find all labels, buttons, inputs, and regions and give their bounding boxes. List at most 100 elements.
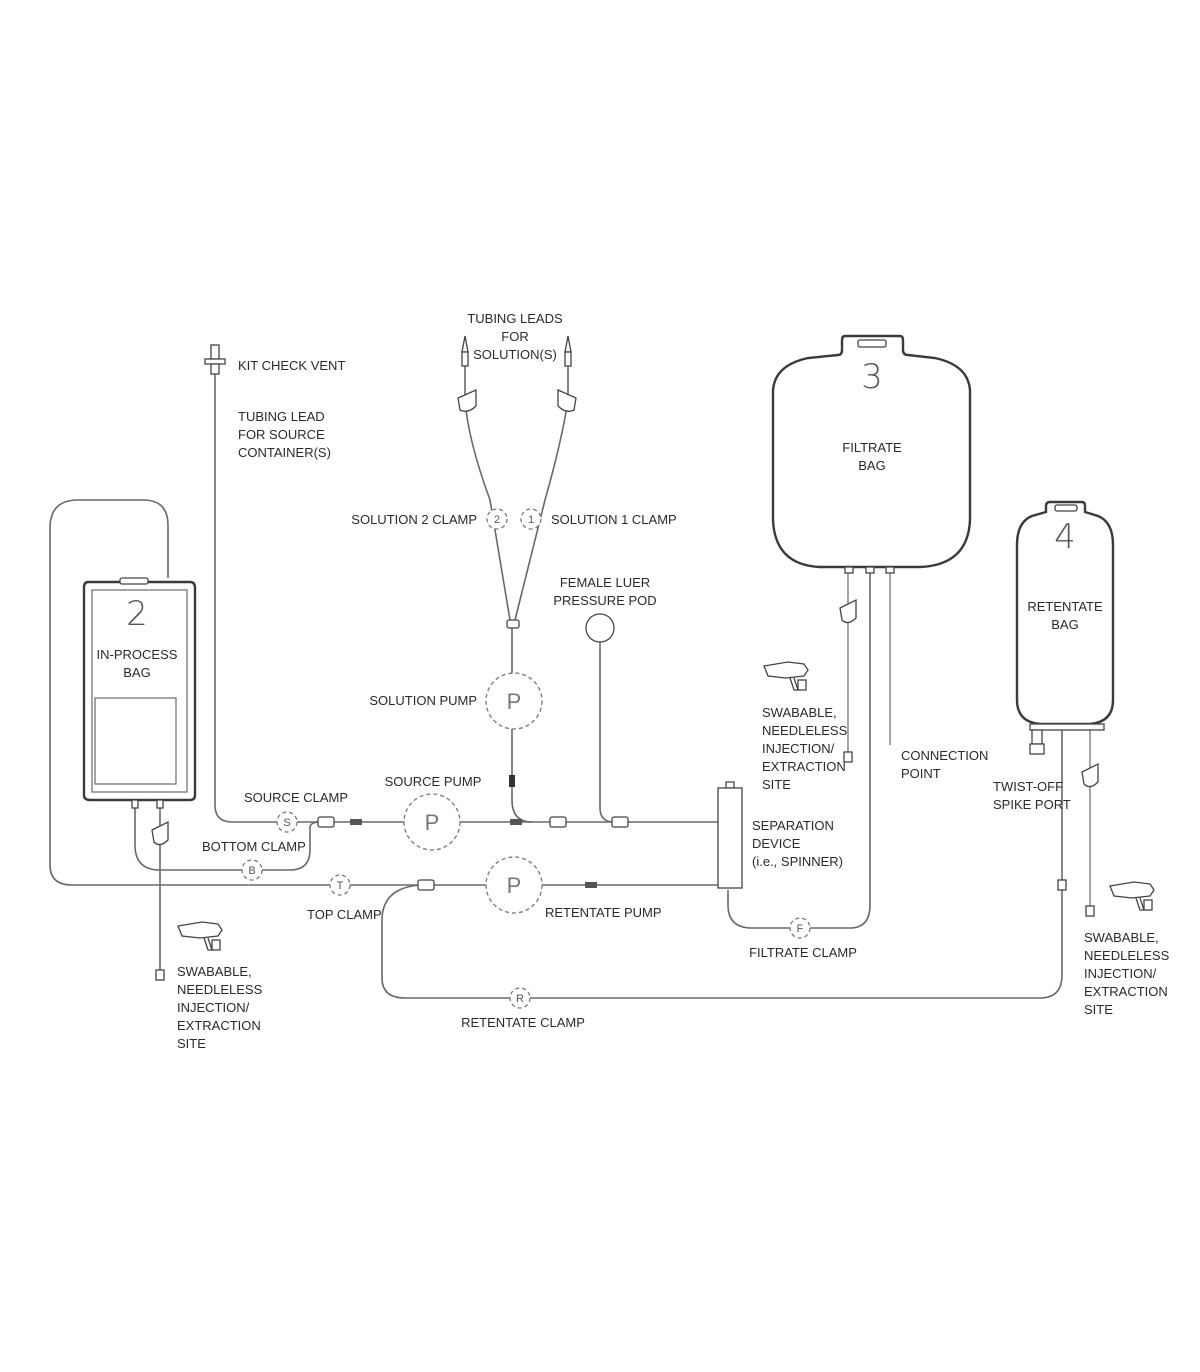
source-clamp-label: SOURCE CLAMP	[244, 790, 348, 805]
bottom-clamp: B	[241, 859, 263, 881]
in-process-bag-label-1: IN-PROCESS	[97, 647, 178, 662]
retentate-pump-marker: P	[507, 873, 522, 898]
swabable-middle-label-3: INJECTION/	[762, 741, 835, 756]
filtrate-bag-number: 3	[861, 357, 883, 397]
solution-1-clamp-marker: 1	[528, 514, 534, 526]
swab-hand-icon	[763, 661, 809, 691]
filtrate-bag-label-1: FILTRATE	[842, 440, 902, 455]
retentate-bag: 4 RETENTATE BAG	[1015, 500, 1115, 755]
filtrate-pinch-clamp	[839, 598, 857, 624]
source-pump-segment-end	[510, 819, 522, 825]
source-pump: P	[403, 793, 461, 851]
bottom-line	[134, 800, 321, 871]
solution-2-spike-hub	[461, 351, 469, 367]
solution-pump-label: SOLUTION PUMP	[369, 693, 477, 708]
swabable-right-label-3: INJECTION/	[1084, 966, 1157, 981]
solution-junction	[506, 619, 520, 629]
separation-device	[717, 781, 743, 889]
separation-device-label-3: (i.e., SPINNER)	[752, 854, 843, 869]
tubing-leads-solutions-label-2: FOR	[501, 329, 528, 344]
swabable-right-label-4: EXTRACTION	[1084, 984, 1168, 999]
solution-y-connector	[549, 816, 567, 828]
solution-2-pinch-clamp	[457, 388, 477, 412]
filtrate-clamp-label: FILTRATE CLAMP	[749, 945, 857, 960]
source-pump-marker: P	[425, 810, 440, 835]
solution-1-spike	[564, 335, 572, 353]
connection-point-label-1: CONNECTION	[901, 748, 988, 763]
female-luer-pressure-pod	[585, 613, 615, 643]
filtrate-bag: 3 FILTRATE BAG	[771, 334, 972, 574]
retentate-extraction-end	[1085, 905, 1095, 917]
solution-2-clamp: 2	[486, 508, 508, 530]
solution-1-pinch-clamp	[557, 388, 577, 412]
filtrate-extraction-end	[843, 751, 853, 763]
retentate-return-fitting	[1057, 879, 1067, 891]
filtrate-clamp-marker: F	[797, 923, 804, 935]
retentate-bag-label-2: BAG	[1051, 617, 1078, 632]
swabable-middle-label-5: SITE	[762, 777, 791, 792]
swabable-right-label-5: SITE	[1084, 1002, 1113, 1017]
solution-pump-segment	[509, 775, 515, 787]
female-luer-label-1: FEMALE LUER	[560, 575, 650, 590]
solution-2-clamp-label: SOLUTION 2 CLAMP	[351, 512, 477, 527]
source-clamp: S	[276, 811, 298, 833]
solution-pump: P	[485, 672, 543, 730]
in-process-bag-number: 2	[126, 594, 148, 634]
retentate-clamp: R	[509, 987, 531, 1009]
clamps: S B T R F 2 1	[241, 508, 811, 1009]
solution-trunk	[511, 625, 533, 823]
retentate-bag-label-1: RETENTATE	[1027, 599, 1103, 614]
kit-check-vent-cap	[210, 344, 220, 360]
labels: KIT CHECK VENT TUBING LEAD FOR SOURCE CO…	[177, 311, 1170, 1051]
in-process-bag: 2 IN-PROCESS BAG	[82, 577, 197, 809]
in-process-pinch-clamp	[151, 820, 169, 846]
in-process-bag-label-2: BAG	[123, 665, 150, 680]
kit-check-vent-label: KIT CHECK VENT	[238, 358, 345, 373]
retentate-pump: P	[485, 856, 543, 914]
tubing-leads-solutions-label-3: SOLUTION(S)	[473, 347, 557, 362]
source-y-connector	[317, 816, 335, 828]
swabable-middle-label-1: SWABABLE,	[762, 705, 837, 720]
retentate-pinch-clamp	[1081, 762, 1099, 788]
separation-device-label-1: SEPARATION	[752, 818, 834, 833]
swabable-left-label-3: INJECTION/	[177, 1000, 250, 1015]
pumps: P P P	[403, 672, 543, 914]
top-clamp-label: TOP CLAMP	[307, 907, 382, 922]
source-pump-segment-start	[350, 819, 362, 825]
top-clamp: T	[329, 874, 351, 896]
filtrate-clamp: F	[789, 917, 811, 939]
tubing-leads-solutions-label-1: TUBING LEADS	[467, 311, 563, 326]
kit-check-vent-flange	[204, 358, 226, 365]
solution-2-spike	[461, 335, 469, 353]
retentate-pump-label: RETENTATE PUMP	[545, 905, 662, 920]
retentate-y-connector	[417, 879, 435, 891]
source-line	[214, 372, 720, 823]
swabable-left-label-2: NEEDLELESS	[177, 982, 263, 997]
twist-off-label-1: TWIST-OFF	[993, 779, 1063, 794]
retentate-clamp-marker: R	[516, 993, 524, 1005]
swabable-left-label-1: SWABABLE,	[177, 964, 252, 979]
solution-1-clamp-label: SOLUTION 1 CLAMP	[551, 512, 677, 527]
swabable-middle-label-2: NEEDLELESS	[762, 723, 848, 738]
swabable-left-label-4: EXTRACTION	[177, 1018, 261, 1033]
top-clamp-marker: T	[337, 880, 344, 892]
swabable-right-label-2: NEEDLELESS	[1084, 948, 1170, 963]
tubing-lead-source-label-3: CONTAINER(S)	[238, 445, 331, 460]
swab-hand-icon	[177, 921, 223, 951]
pressure-pod-line	[599, 640, 615, 823]
swabable-middle-label-4: EXTRACTION	[762, 759, 846, 774]
swab-icons	[177, 661, 1155, 951]
source-pump-label: SOURCE PUMP	[385, 774, 482, 789]
kit-check-vent-body	[210, 363, 220, 375]
swabable-left-label-5: SITE	[177, 1036, 206, 1051]
solution-1-clamp: 1	[520, 508, 542, 530]
swab-hand-icon	[1109, 881, 1155, 911]
female-luer-label-2: PRESSURE POD	[553, 593, 656, 608]
top-tube-loop	[49, 499, 420, 886]
in-process-extraction-end	[155, 969, 165, 981]
bottom-clamp-label: BOTTOM CLAMP	[202, 839, 306, 854]
retentate-pump-segment	[585, 882, 597, 888]
filtrate-bag-label-2: BAG	[858, 458, 885, 473]
solution-2-clamp-marker: 2	[494, 514, 500, 526]
